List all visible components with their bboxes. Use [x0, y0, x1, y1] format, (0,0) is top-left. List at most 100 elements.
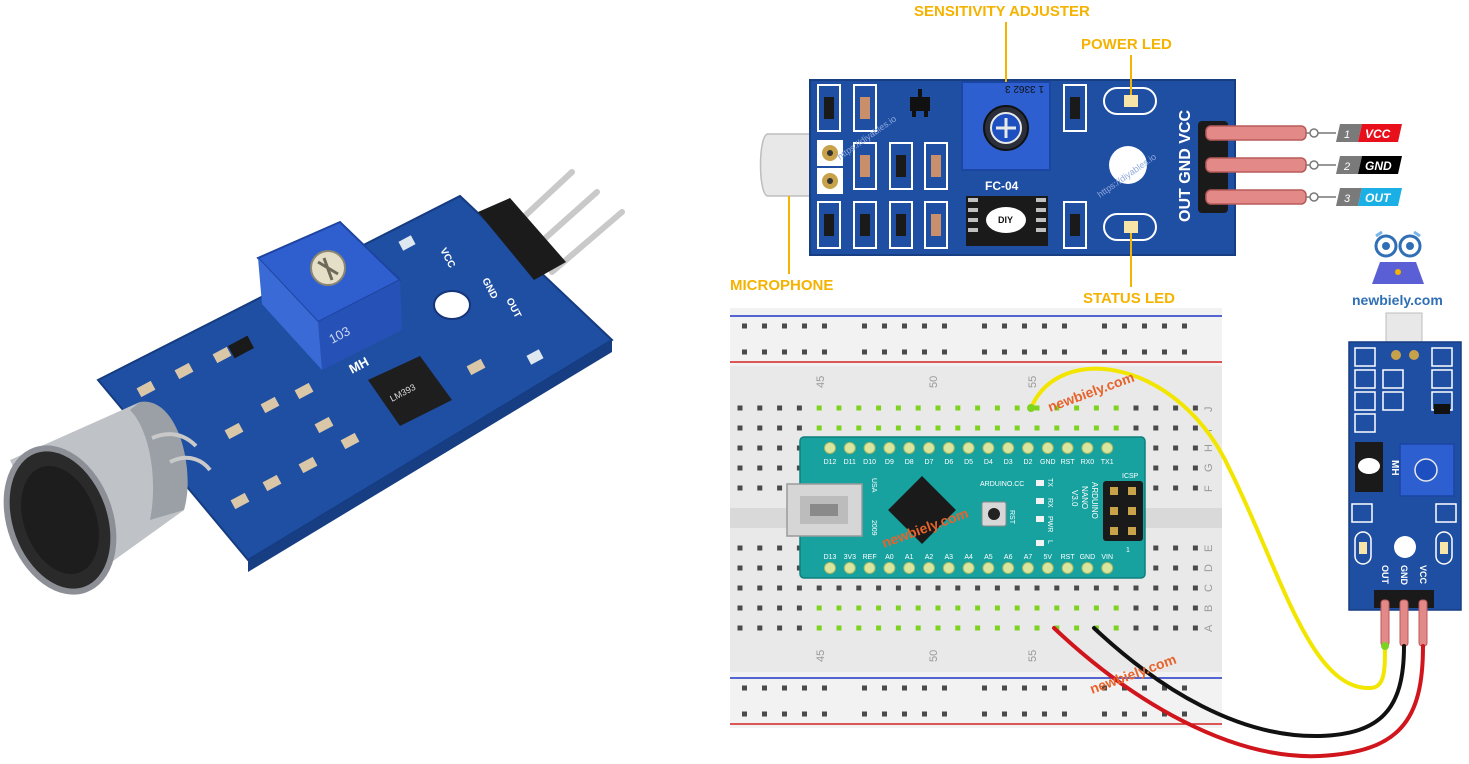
- module-header-pins: [1198, 121, 1307, 213]
- photo-smd-parts: [136, 335, 486, 510]
- svg-text:OUT: OUT: [1380, 565, 1390, 585]
- nano-pin-label: RST: [1061, 459, 1076, 466]
- module-closeup: 1 3362 3 FC-04 DIY https://diyables.io h…: [730, 3, 1402, 307]
- nano-pin-pad: [1002, 562, 1015, 574]
- breadboard-column-numbers: 45 50 55 45 50 55: [815, 376, 1039, 662]
- callout-status-led: STATUS LED: [1083, 290, 1175, 307]
- nano-labels: USA 2009 ARDUINO.CC RST TX RX PWR L ARDU…: [870, 473, 1139, 554]
- svg-text:NANO: NANO: [1080, 486, 1089, 509]
- nano-pin-label: GND: [1040, 459, 1056, 466]
- nano-pin-pad: [982, 442, 995, 454]
- svg-text:55: 55: [1027, 376, 1039, 388]
- photo-header-block: [478, 198, 566, 280]
- nano-pin-label: 3V3: [844, 554, 857, 561]
- pin-tag-out: 3 OUT: [1306, 188, 1402, 206]
- pin-tags: 1 VCC 2 GND 3 OUT: [1306, 124, 1402, 206]
- nano-pin-pad: [843, 442, 856, 454]
- nano-pin-pad: [883, 562, 896, 574]
- nano-pin-label: A7: [1024, 554, 1033, 561]
- nano-pin-label: 5V: [1044, 554, 1053, 561]
- newbiely-logo: newbiely.com: [1352, 230, 1443, 308]
- nano-pin-pad: [1041, 442, 1054, 454]
- svg-text:J: J: [1203, 407, 1215, 413]
- svg-text:D: D: [1203, 564, 1215, 572]
- nano-leds: [1036, 480, 1044, 546]
- photo-chip: LM393: [368, 356, 452, 426]
- svg-text:V3.0: V3.0: [1070, 490, 1079, 507]
- nano-pin-pad: [982, 562, 995, 574]
- module-model-label: FC-04: [985, 179, 1019, 193]
- svg-text:50: 50: [928, 650, 940, 662]
- nano-pin-pad: [1022, 562, 1034, 574]
- module-pot-code: 1 3362 3: [1005, 83, 1044, 94]
- wire-red-vcc: [1052, 626, 1425, 759]
- pin-tag-gnd: 2 GND: [1306, 156, 1402, 174]
- svg-text:F: F: [1203, 485, 1215, 492]
- module-microphone: [759, 133, 813, 197]
- svg-text:GND: GND: [1365, 159, 1392, 173]
- nano-pin-label: REF: [863, 554, 877, 561]
- nano-pin-label: D12: [824, 459, 837, 466]
- svg-text:H: H: [1203, 444, 1215, 452]
- svg-text:OUT: OUT: [1365, 191, 1392, 205]
- nano-pin-pad: [1081, 442, 1094, 454]
- nano-pin-label: D13: [824, 554, 837, 561]
- nano-pin-pad: [1061, 562, 1074, 574]
- callouts: SENSITIVITY ADJUSTER POWER LED MICROPHON…: [730, 3, 1175, 307]
- wire-black-gnd: [1092, 626, 1406, 739]
- callout-microphone: MICROPHONE: [730, 277, 833, 294]
- nano-pin-label: D9: [885, 459, 894, 466]
- nano-pin-label: D5: [964, 459, 973, 466]
- photo-status-led: [526, 349, 544, 365]
- icsp-header: [1103, 481, 1143, 541]
- svg-text:45: 45: [815, 376, 827, 388]
- nano-pin-label: D2: [1024, 459, 1033, 466]
- nano-pin-pad: [863, 442, 876, 454]
- nano-pin-label: A1: [905, 554, 914, 561]
- nano-pin-label: D4: [984, 459, 993, 466]
- nano-pin-pad: [883, 442, 896, 454]
- nano-pin-label: A4: [964, 554, 973, 561]
- svg-text:RX: RX: [1046, 498, 1053, 508]
- photo-microphone: [3, 401, 212, 595]
- module-header-label: OUT GND VCC: [1177, 110, 1194, 222]
- small-module-label: MH: [1389, 460, 1400, 476]
- svg-text:3: 3: [1344, 193, 1351, 205]
- nano-pin-pad: [1101, 562, 1114, 574]
- nano-pin-label: D7: [925, 459, 934, 466]
- wire-yellow-out: [1029, 366, 1387, 691]
- nano-pin-pad: [923, 562, 935, 574]
- nano-pin-label: TX1: [1101, 459, 1114, 466]
- module-potentiometer: 1 3362 3: [961, 81, 1051, 171]
- mcu-chip: [888, 476, 956, 544]
- module-chip: DIY: [966, 196, 1048, 246]
- nano-pin-label: D11: [844, 459, 856, 466]
- svg-text:G: G: [1203, 463, 1215, 472]
- nano-pin-pad: [1081, 562, 1094, 574]
- nano-pin-label: A5: [984, 554, 993, 561]
- callout-power-led: POWER LED: [1081, 36, 1172, 53]
- wires: [1027, 366, 1425, 759]
- module-mount-hole: [1109, 146, 1147, 184]
- svg-text:ICSP: ICSP: [1122, 473, 1139, 480]
- nano-pin-pad: [1041, 562, 1054, 574]
- svg-text:L: L: [1046, 540, 1053, 544]
- nano-pin-label: D3: [1004, 459, 1013, 466]
- nano-pin-pad: [923, 442, 935, 454]
- nano-pin-pad: [962, 442, 975, 454]
- svg-text:2: 2: [1343, 161, 1350, 173]
- svg-text:ARDUINO: ARDUINO: [1090, 482, 1099, 519]
- nano-pin-label: A6: [1004, 554, 1013, 561]
- nano-pin-label: D10: [863, 459, 876, 466]
- nano-pin-label: D6: [944, 459, 953, 466]
- nano-pin-label: A3: [945, 554, 954, 561]
- nano-pin-label: D8: [905, 459, 914, 466]
- callout-sensitivity-adjuster: SENSITIVITY ADJUSTER: [914, 3, 1090, 20]
- svg-text:RST: RST: [1008, 510, 1015, 525]
- nano-pin-pad: [824, 442, 836, 454]
- nano-pin-pad: [942, 442, 955, 454]
- nano-pin-pad: [962, 562, 975, 574]
- svg-text:ARDUINO.CC: ARDUINO.CC: [980, 481, 1024, 488]
